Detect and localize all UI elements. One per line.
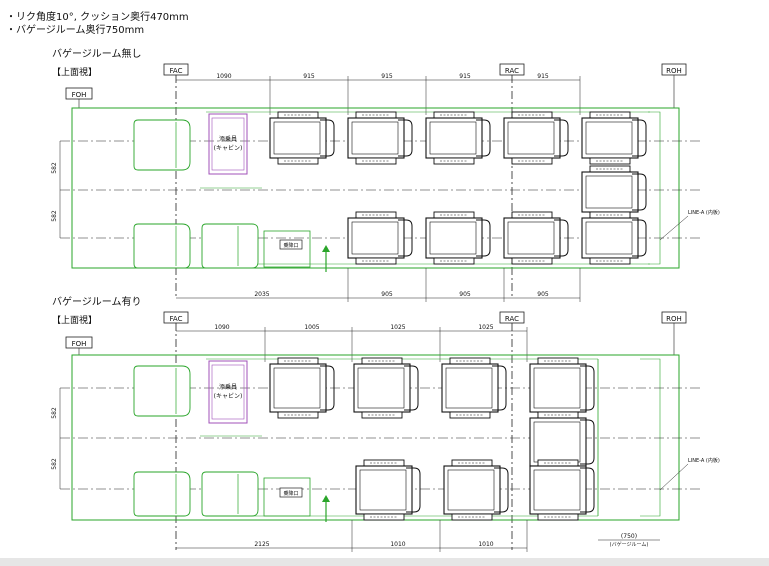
note-line-2: ・バゲージルーム奥行750mm — [6, 23, 144, 36]
door-label: 乗降口 — [283, 490, 298, 497]
view-label: 【上面視】 — [52, 314, 97, 326]
section-title: バゲージルーム有り — [52, 295, 142, 308]
cabin-label: 添乗員 — [219, 135, 237, 143]
passenger-seat — [425, 211, 491, 265]
cabin-attendant-seat: 添乗員 (キャビン) — [208, 113, 248, 175]
line-a-leader — [659, 215, 689, 241]
passenger-seat — [581, 165, 647, 219]
dim-label: 1010 — [478, 541, 493, 548]
layout-without-baggage: バゲージルーム無し 【上面視】 FAC RAC ROH FOH 1090 915… — [51, 47, 720, 302]
layout-with-baggage: バゲージルーム有り 【上面視】 FAC RAC ROH FOH 1090 100… — [51, 295, 720, 552]
dim-label: 1025 — [390, 324, 405, 331]
dim-label: 1025 — [478, 324, 493, 331]
passenger-seat — [503, 111, 569, 165]
foh-marker: FOH — [72, 340, 87, 348]
dim-label: 915 — [537, 73, 549, 80]
passenger-seats — [269, 111, 647, 265]
rear-panel — [640, 358, 661, 517]
front-seat — [133, 471, 191, 517]
passenger-seat — [581, 111, 647, 165]
line-a-label: LINE-A (内板) — [688, 457, 720, 464]
dim-label: 2035 — [254, 291, 269, 298]
door-label-box — [279, 239, 303, 250]
window-bottom-bar — [0, 558, 769, 566]
side-dim-label: 582 — [51, 407, 58, 419]
passenger-seat — [441, 357, 507, 419]
passenger-seat — [347, 211, 413, 265]
door-label: 乗降口 — [283, 242, 298, 249]
side-dim-label: 582 — [51, 210, 58, 222]
cabin-label: (キャビン) — [214, 392, 243, 400]
cabin-label: (キャビン) — [214, 144, 243, 152]
dim-label: 915 — [459, 73, 471, 80]
view-label: 【上面視】 — [52, 66, 97, 78]
cabin-label: 添乗員 — [219, 383, 237, 391]
passenger-seat — [425, 111, 491, 165]
roh-marker: ROH — [666, 67, 682, 75]
door-label-box — [279, 487, 303, 498]
dim-label: 1005 — [304, 324, 319, 331]
note-line-1: ・リク角度10°, クッション奥行470mm — [6, 10, 189, 23]
passenger-seats — [269, 357, 595, 521]
dim-label: 905 — [459, 291, 471, 298]
passenger-seat — [443, 459, 509, 521]
line-a-leader — [659, 463, 689, 491]
passenger-seat — [355, 459, 421, 521]
fac-marker: FAC — [170, 67, 183, 75]
fac-marker: FAC — [170, 315, 183, 323]
dim-label: 1010 — [390, 541, 405, 548]
side-dim-label: 582 — [51, 458, 58, 470]
front-seat — [133, 223, 191, 269]
door-arrow-head — [322, 495, 330, 502]
rac-marker: RAC — [505, 315, 519, 323]
passenger-seat — [269, 111, 335, 165]
dim-label: 1090 — [216, 73, 231, 80]
entrance-area — [263, 477, 311, 517]
passenger-seat — [347, 111, 413, 165]
roh-marker: ROH — [666, 315, 682, 323]
baggage-label: (バゲージルーム) — [610, 541, 649, 548]
driver-seat — [133, 365, 191, 417]
door-arrow-head — [322, 245, 330, 252]
baggage-dim: (750) — [621, 533, 637, 540]
passenger-seat — [529, 357, 595, 419]
side-dim-label: 582 — [51, 162, 58, 174]
rear-panel — [648, 111, 661, 265]
rac-marker: RAC — [505, 67, 519, 75]
dim-label: 2125 — [254, 541, 269, 548]
dim-label: 915 — [303, 73, 315, 80]
passenger-seat — [529, 459, 595, 521]
bus-outline — [71, 107, 680, 269]
front-seat — [201, 223, 259, 269]
entrance-area — [263, 230, 311, 268]
foh-marker: FOH — [72, 91, 87, 99]
dim-label: 1090 — [214, 324, 229, 331]
driver-seat — [133, 119, 191, 171]
passenger-seat — [353, 357, 419, 419]
line-a-label: LINE-A (内板) — [688, 209, 720, 216]
passenger-seat — [581, 211, 647, 265]
dim-label: 905 — [381, 291, 393, 298]
front-seat — [201, 471, 259, 517]
passenger-seat — [503, 211, 569, 265]
section-title: バゲージルーム無し — [52, 47, 142, 60]
dim-label: 915 — [381, 73, 393, 80]
passenger-seat — [269, 357, 335, 419]
dim-label: 905 — [537, 291, 549, 298]
cabin-attendant-seat: 添乗員 (キャビン) — [208, 360, 248, 424]
